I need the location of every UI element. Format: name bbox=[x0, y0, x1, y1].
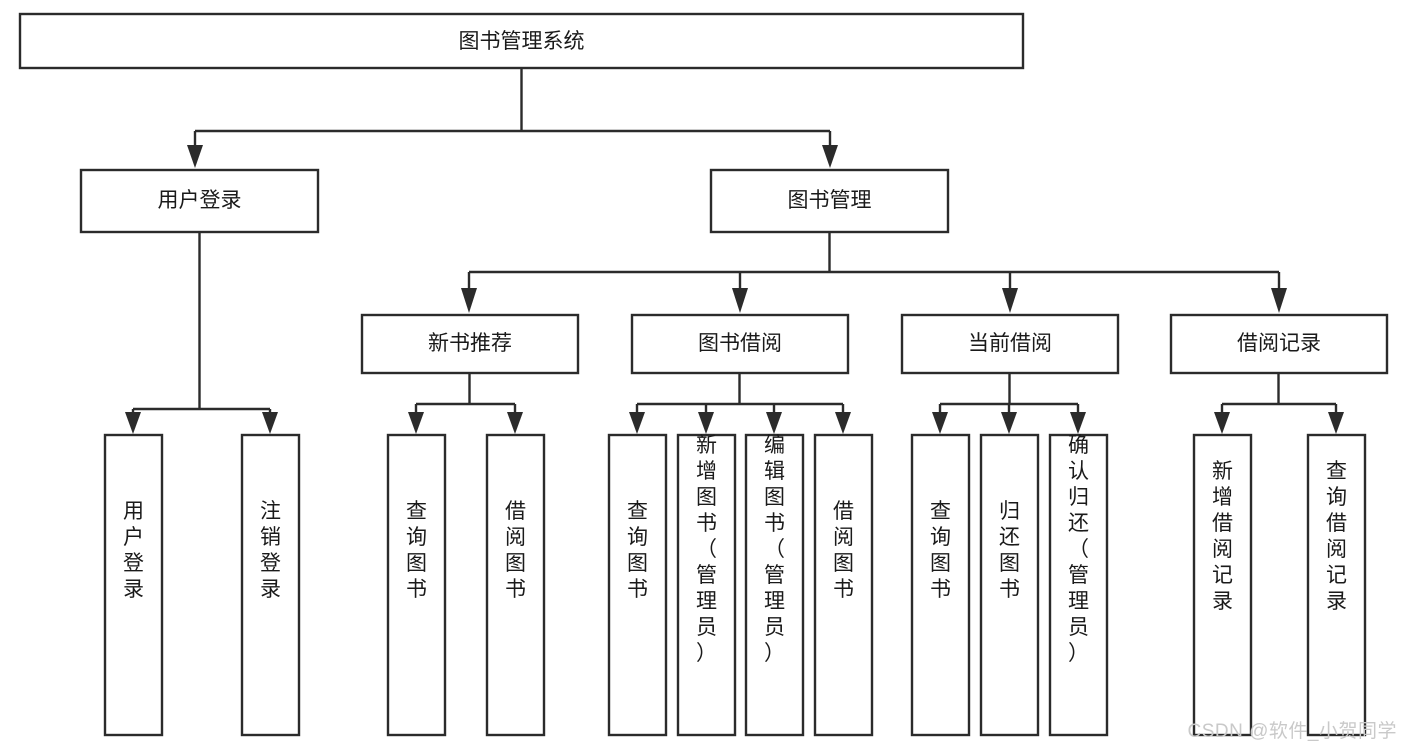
arrow-to-leaf-return-book bbox=[1001, 412, 1017, 434]
node-leaf-add-borrow-record[interactable]: 新增借阅记录 bbox=[1192, 433, 1253, 737]
arrow-to-leaf-user-login bbox=[125, 412, 141, 434]
node-leaf-query-book-current[interactable]: 查询图书 bbox=[910, 433, 971, 737]
arrow-to-current-borrow bbox=[1002, 288, 1018, 313]
arrow-to-leaf-query-book-3 bbox=[932, 412, 948, 434]
arrow-to-leaf-edit-book bbox=[766, 412, 782, 434]
node-book-borrow-label: 图书借阅 bbox=[698, 332, 782, 355]
node-new-book-recommend-label: 新书推荐 bbox=[428, 332, 512, 355]
node-leaf-borrow-book-borrow-label: 借阅图书 bbox=[833, 500, 854, 601]
node-leaf-return-book-label: 归还图书 bbox=[999, 500, 1020, 601]
node-leaf-query-borrow-record-label: 查询借阅记录 bbox=[1326, 460, 1347, 613]
node-leaf-borrow-book-borrow[interactable]: 借阅图书 bbox=[813, 433, 874, 737]
node-book-borrow[interactable]: 图书借阅 bbox=[630, 313, 850, 375]
node-book-management-label: 图书管理 bbox=[788, 189, 872, 212]
arrow-root-to-book-mgmt bbox=[822, 145, 838, 168]
node-leaf-logout-label: 注销登录 bbox=[260, 500, 281, 601]
node-current-borrow-label: 当前借阅 bbox=[968, 332, 1052, 355]
connector-group-book-mgmt bbox=[467, 232, 1281, 288]
node-user-login-label: 用户登录 bbox=[158, 189, 242, 212]
node-leaf-query-book-borrow[interactable]: 查询图书 bbox=[607, 433, 668, 737]
node-root-system-label: 图书管理系统 bbox=[459, 30, 585, 53]
arrow-to-leaf-borrow-book-2 bbox=[835, 412, 851, 434]
arrow-to-book-borrow bbox=[732, 288, 748, 313]
arrow-to-new-book-rec bbox=[461, 288, 477, 313]
node-leaf-logout[interactable]: 注销登录 bbox=[240, 433, 301, 737]
node-leaf-user-login-label: 用户登录 bbox=[123, 500, 144, 601]
node-new-book-recommend[interactable]: 新书推荐 bbox=[360, 313, 580, 375]
node-leaf-borrow-book-rec[interactable]: 借阅图书 bbox=[485, 433, 546, 737]
node-leaf-query-book-current-label: 查询图书 bbox=[930, 500, 951, 601]
node-leaf-user-login[interactable]: 用户登录 bbox=[103, 433, 164, 737]
arrow-to-leaf-borrow-book-1 bbox=[507, 412, 523, 434]
node-leaf-return-book[interactable]: 归还图书 bbox=[979, 433, 1040, 737]
node-borrow-record-label: 借阅记录 bbox=[1237, 332, 1321, 355]
node-leaf-add-book-admin[interactable]: 新增图书（管理员） bbox=[676, 433, 737, 737]
node-leaf-confirm-return-admin-label: 确认归还（管理员） bbox=[1068, 434, 1089, 665]
arrow-to-leaf-add-book bbox=[698, 412, 714, 434]
arrow-to-leaf-add-record bbox=[1214, 412, 1230, 434]
connector-group-root bbox=[193, 68, 832, 145]
node-borrow-record[interactable]: 借阅记录 bbox=[1169, 313, 1389, 375]
arrow-to-leaf-logout bbox=[262, 412, 278, 434]
connector-group-book-borrow bbox=[635, 373, 845, 412]
connector-group-borrow-record bbox=[1220, 373, 1338, 412]
node-leaf-confirm-return-admin[interactable]: 确认归还（管理员） bbox=[1048, 433, 1109, 737]
arrow-to-borrow-record bbox=[1271, 288, 1287, 313]
arrow-to-leaf-query-book-2 bbox=[629, 412, 645, 434]
node-leaf-borrow-book-rec-label: 借阅图书 bbox=[505, 500, 526, 601]
arrow-to-leaf-query-record bbox=[1328, 412, 1344, 434]
node-user-login[interactable]: 用户登录 bbox=[79, 168, 320, 234]
node-leaf-query-book-rec-label: 查询图书 bbox=[406, 500, 427, 601]
arrow-root-to-user-login bbox=[187, 145, 203, 168]
node-leaf-query-borrow-record[interactable]: 查询借阅记录 bbox=[1306, 433, 1367, 737]
node-book-management[interactable]: 图书管理 bbox=[709, 168, 950, 234]
node-leaf-edit-book-admin-label: 编辑图书（管理员） bbox=[764, 434, 785, 665]
node-leaf-add-book-admin-label: 新增图书（管理员） bbox=[696, 434, 717, 665]
node-root-system[interactable]: 图书管理系统 bbox=[18, 12, 1025, 70]
connector-group-current-borrow bbox=[938, 373, 1080, 412]
node-leaf-edit-book-admin[interactable]: 编辑图书（管理员） bbox=[744, 433, 805, 737]
arrow-to-leaf-query-book-1 bbox=[408, 412, 424, 434]
arrow-to-leaf-confirm-return bbox=[1070, 412, 1086, 434]
node-current-borrow[interactable]: 当前借阅 bbox=[900, 313, 1120, 375]
node-leaf-add-borrow-record-label: 新增借阅记录 bbox=[1212, 460, 1233, 613]
node-leaf-query-book-rec[interactable]: 查询图书 bbox=[386, 433, 447, 737]
connector-group-user-login bbox=[131, 232, 272, 412]
connector-group-new-book-rec bbox=[414, 373, 517, 412]
node-leaf-query-book-borrow-label: 查询图书 bbox=[627, 500, 648, 601]
